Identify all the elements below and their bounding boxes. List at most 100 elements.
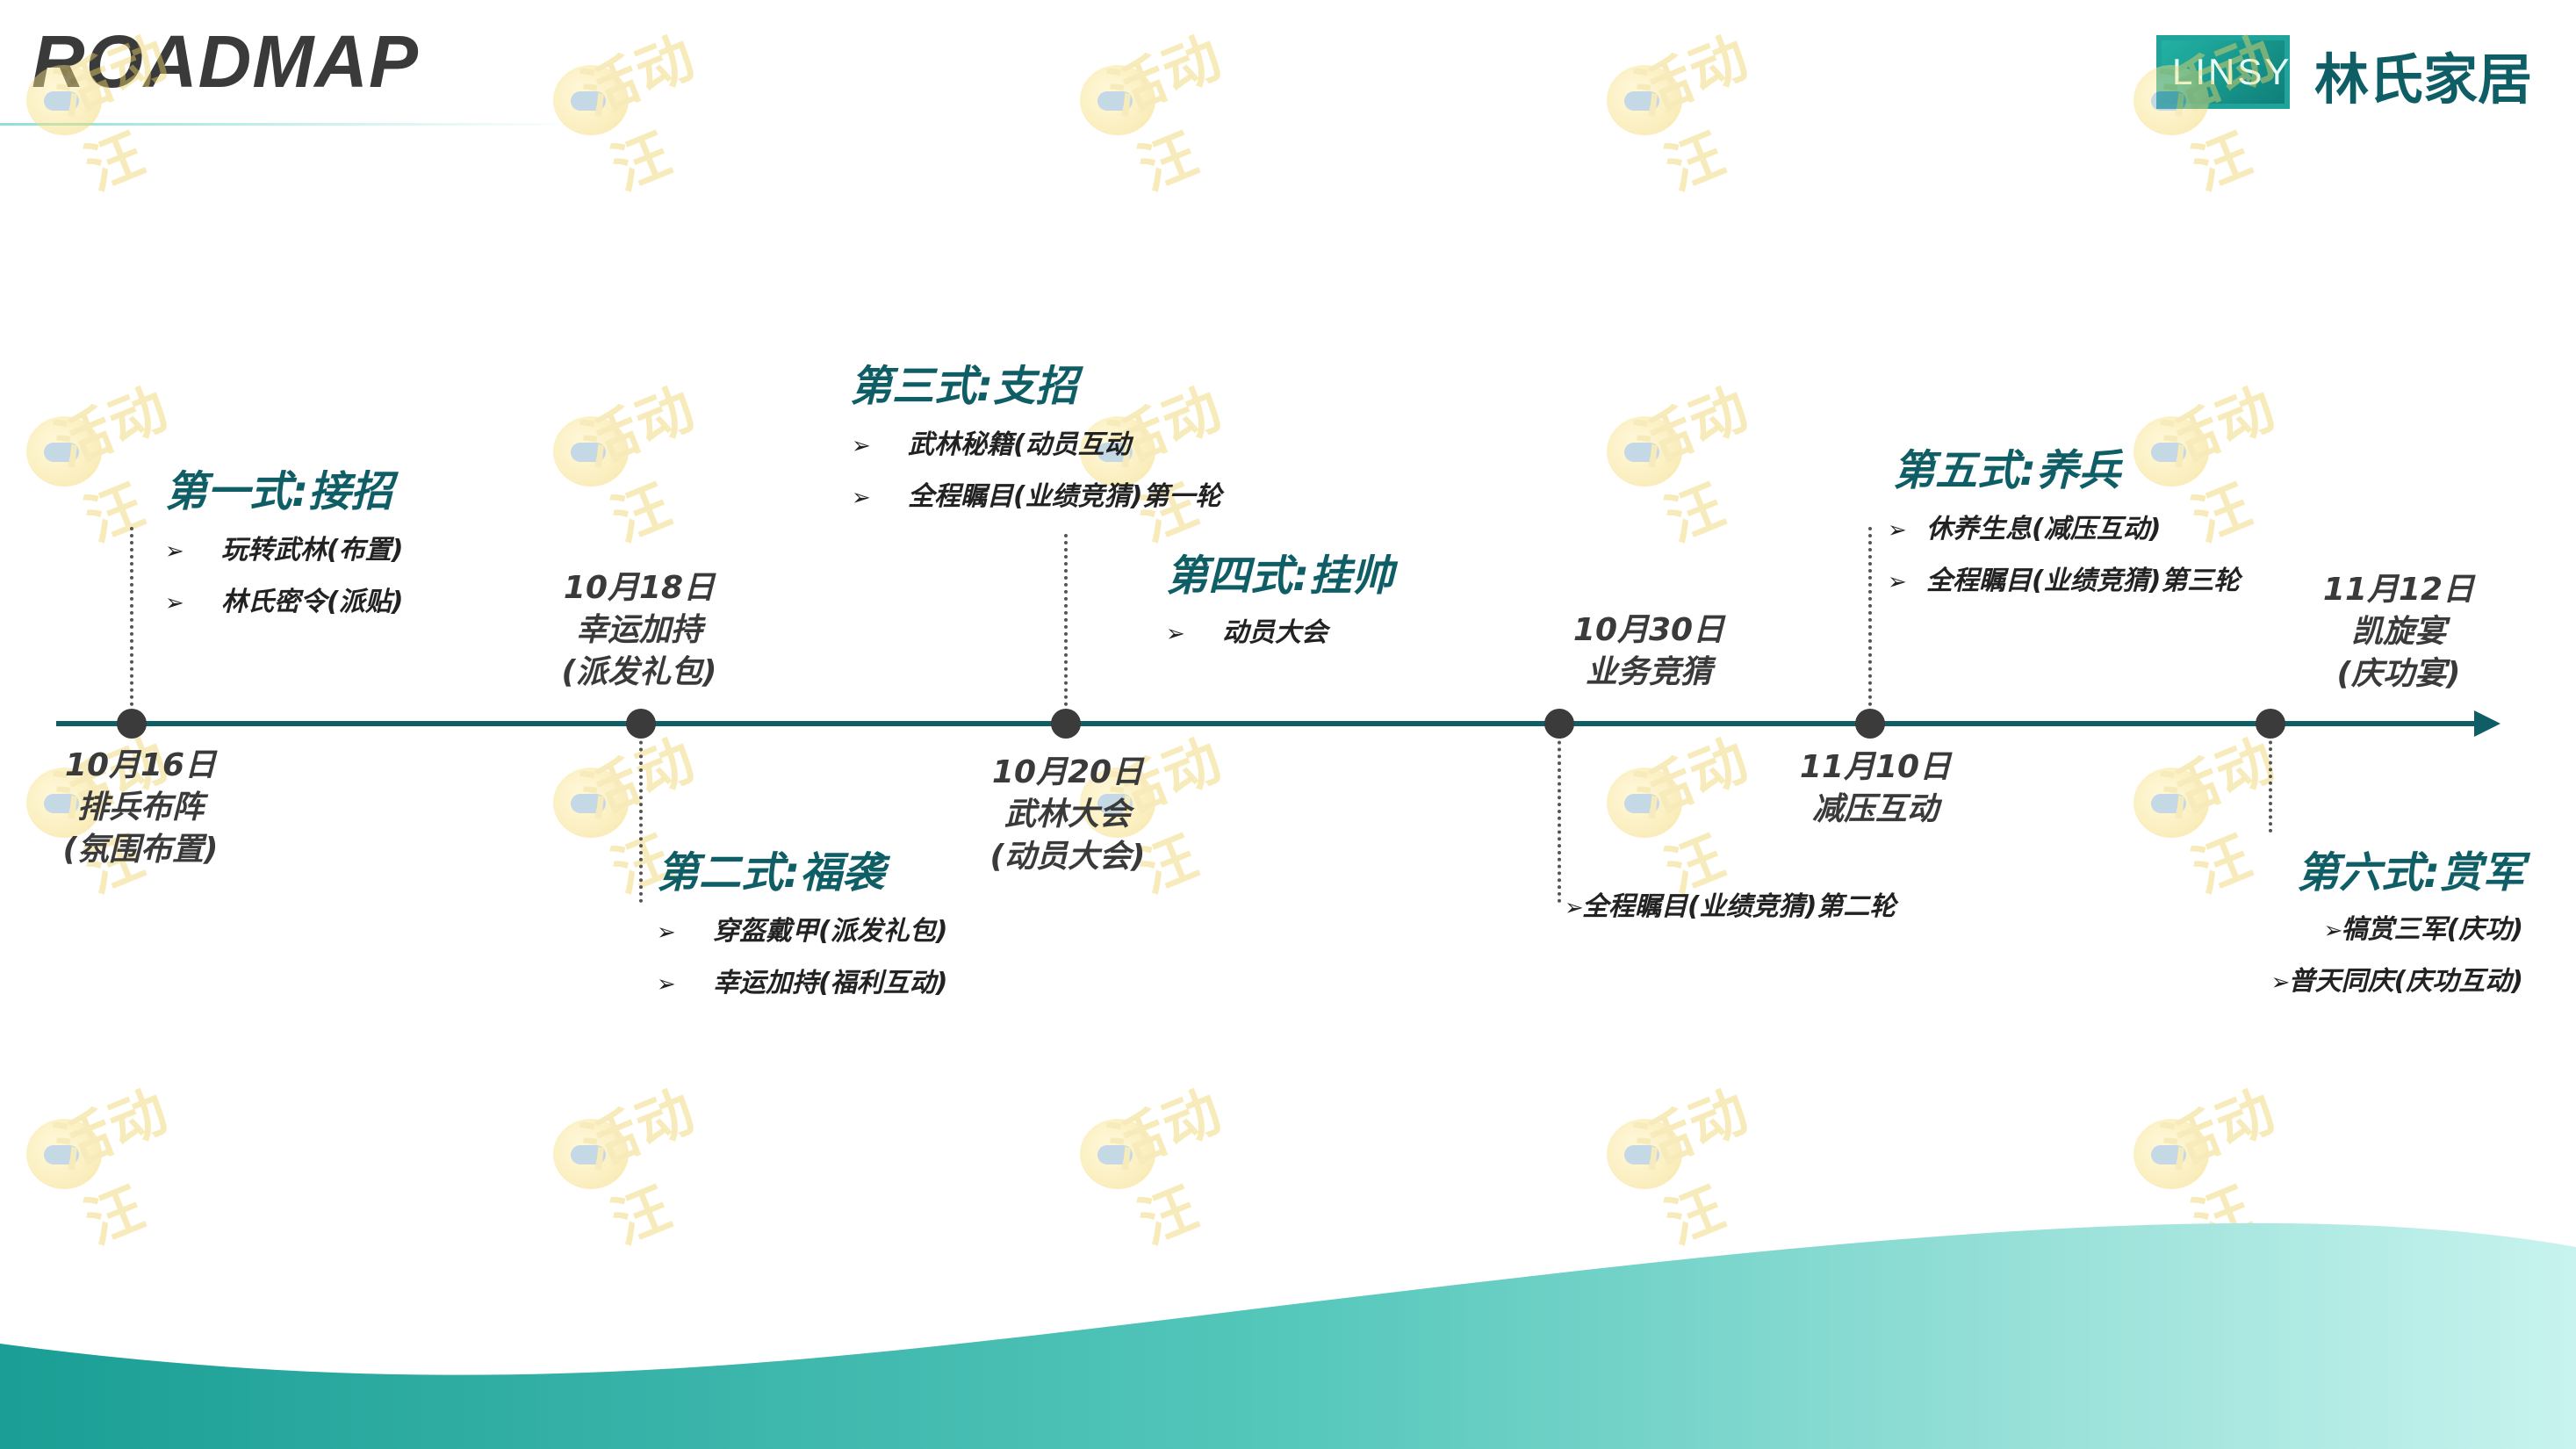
brand-logo-en: LINSY xyxy=(2172,51,2292,92)
bullet-arrow-icon: ➢ xyxy=(165,590,184,616)
stage-item: ➢全程瞩目(业绩竞猜)第一轮 xyxy=(852,472,1221,523)
mascot-icon xyxy=(1080,768,1155,838)
title-underline xyxy=(0,123,579,126)
brand-logo xyxy=(2156,35,2290,109)
date-label-3: 10月20日 武林大会 (动员大会) xyxy=(989,754,1146,875)
mascot-icon xyxy=(553,768,629,838)
watermark: 活动汪 xyxy=(2133,376,2353,554)
bullet-arrow-icon: ➢ xyxy=(1888,517,1907,544)
timeline-axis xyxy=(56,721,2478,726)
watermark: 活动汪 xyxy=(1607,727,1826,905)
timeline-node-5 xyxy=(1855,709,1885,739)
mascot-icon xyxy=(1607,416,1682,487)
bottom-wave-decoration xyxy=(0,1222,2576,1449)
stage-item: ➢林氏密令(派贴) xyxy=(165,577,403,629)
mascot-icon xyxy=(2133,768,2209,838)
stage-item: ➢幸运加持(福利互动) xyxy=(657,958,947,1010)
stage-item: ➢犒赏三军(庆功) xyxy=(2269,905,2523,956)
stage-item: ➢全程瞩目(业绩竞猜)第三轮 xyxy=(1888,556,2240,608)
bullet-arrow-icon: ➢ xyxy=(1565,895,1584,921)
bullet-arrow-icon: ➢ xyxy=(2270,970,2291,996)
timeline-node-6 xyxy=(2256,709,2285,739)
connector-round-2 xyxy=(1558,727,1561,903)
mascot-icon xyxy=(26,65,102,135)
mascot-icon xyxy=(553,416,629,487)
watermark: 活动汪 xyxy=(26,727,246,905)
watermark: 活动汪 xyxy=(2133,727,2353,905)
stage-items-5: ➢休养生息(减压互动) ➢全程瞩目(业绩竞猜)第三轮 xyxy=(1888,504,2240,608)
watermark: 活动汪 xyxy=(26,376,246,554)
brand-logo-cn: 林氏家居 xyxy=(2314,47,2533,112)
mascot-icon xyxy=(1607,65,1682,135)
timeline-node-1 xyxy=(117,709,147,739)
date-label-5: 11月10日 减压互动 xyxy=(1799,749,1952,827)
stage-item: ➢全程瞩目(业绩竞猜)第二轮 xyxy=(1565,882,1896,934)
mascot-icon xyxy=(2133,416,2209,487)
watermark: 活动汪 xyxy=(553,1078,773,1257)
mascot-icon xyxy=(553,1119,629,1189)
stage-items-1: ➢玩转武林(布置) ➢林氏密令(派贴) xyxy=(165,525,403,629)
watermark: 活动汪 xyxy=(1607,1078,1826,1257)
stage-title-1: 第一式:接招 xyxy=(165,467,393,516)
bullet-arrow-icon: ➢ xyxy=(852,433,871,459)
bullet-arrow-icon: ➢ xyxy=(657,971,676,998)
stage-items-round-2: ➢全程瞩目(业绩竞猜)第二轮 xyxy=(1565,882,1896,934)
mascot-icon xyxy=(1607,768,1682,838)
watermark: 活动汪 xyxy=(26,1078,246,1257)
mascot-icon xyxy=(1607,1119,1682,1189)
bullet-arrow-icon: ➢ xyxy=(1166,621,1185,647)
stage-item: ➢休养生息(减压互动) xyxy=(1888,504,2240,556)
connector-stage-1 xyxy=(130,527,133,720)
watermark: 活动汪 xyxy=(553,25,773,203)
connector-stage-2 xyxy=(639,727,643,903)
bullet-arrow-icon: ➢ xyxy=(657,919,676,946)
watermark: 活动汪 xyxy=(1607,376,1826,554)
watermark: 活动汪 xyxy=(2133,1078,2353,1257)
mascot-icon xyxy=(2133,1119,2209,1189)
timeline-arrow-icon xyxy=(2474,710,2500,737)
stage-title-2: 第二式:福袭 xyxy=(657,848,885,898)
timeline-node-3 xyxy=(1051,709,1081,739)
stage-item: ➢穿盔戴甲(派发礼包) xyxy=(657,906,947,958)
stage-title-5: 第五式:养兵 xyxy=(1893,446,2121,495)
date-label-4: 10月30日 业务竞猜 xyxy=(1572,612,1725,690)
connector-stage-6 xyxy=(2269,727,2272,833)
watermark: 活动汪 xyxy=(1080,25,1299,203)
page-title: ROADMAP xyxy=(32,20,419,103)
bullet-arrow-icon: ➢ xyxy=(1888,569,1907,595)
stage-items-4: ➢动员大会 xyxy=(1166,608,1328,660)
mascot-icon xyxy=(1080,1119,1155,1189)
stage-title-6: 第六式:赏军 xyxy=(2297,848,2525,898)
mascot-icon xyxy=(26,1119,102,1189)
mascot-icon xyxy=(1080,416,1155,487)
stage-item: ➢玩转武林(布置) xyxy=(165,525,403,577)
stage-item: ➢武林秘籍(动员互动 xyxy=(852,420,1221,472)
connector-stage-5 xyxy=(1868,527,1872,720)
watermark: 活动汪 xyxy=(1080,727,1299,905)
stage-item: ➢普天同庆(庆功互动) xyxy=(2269,956,2523,1008)
stage-title-4: 第四式:挂帅 xyxy=(1166,551,1394,601)
watermark: 活动汪 xyxy=(553,727,773,905)
stage-item: ➢动员大会 xyxy=(1166,608,1328,660)
date-label-6: 11月12日 凯旋宴 (庆功宴) xyxy=(2322,572,2475,692)
mascot-icon xyxy=(553,65,629,135)
connector-stage-3 xyxy=(1064,534,1068,720)
watermark: 活动汪 xyxy=(553,376,773,554)
bullet-arrow-icon: ➢ xyxy=(852,485,871,511)
bullet-arrow-icon: ➢ xyxy=(165,538,184,565)
stage-items-2: ➢穿盔戴甲(派发礼包) ➢幸运加持(福利互动) xyxy=(657,906,947,1010)
watermark: 活动汪 xyxy=(2133,25,2353,203)
bullet-arrow-icon: ➢ xyxy=(2323,918,2343,944)
timeline-node-4 xyxy=(1544,709,1574,739)
date-label-2: 10月18日 幸运加持 (派发礼包) xyxy=(561,570,717,690)
mascot-icon xyxy=(2133,65,2209,135)
mascot-icon xyxy=(26,768,102,838)
watermark: 活动汪 xyxy=(26,25,246,203)
mascot-icon xyxy=(26,416,102,487)
watermark: 活动汪 xyxy=(1607,25,1826,203)
watermark: 活动汪 xyxy=(1080,376,1299,554)
mascot-icon xyxy=(1080,65,1155,135)
stage-items-6: ➢犒赏三军(庆功) ➢普天同庆(庆功互动) xyxy=(2269,905,2523,1008)
watermark: 活动汪 xyxy=(1080,1078,1299,1257)
date-label-1: 10月16日 排兵布阵 (氛围布置) xyxy=(62,747,219,868)
